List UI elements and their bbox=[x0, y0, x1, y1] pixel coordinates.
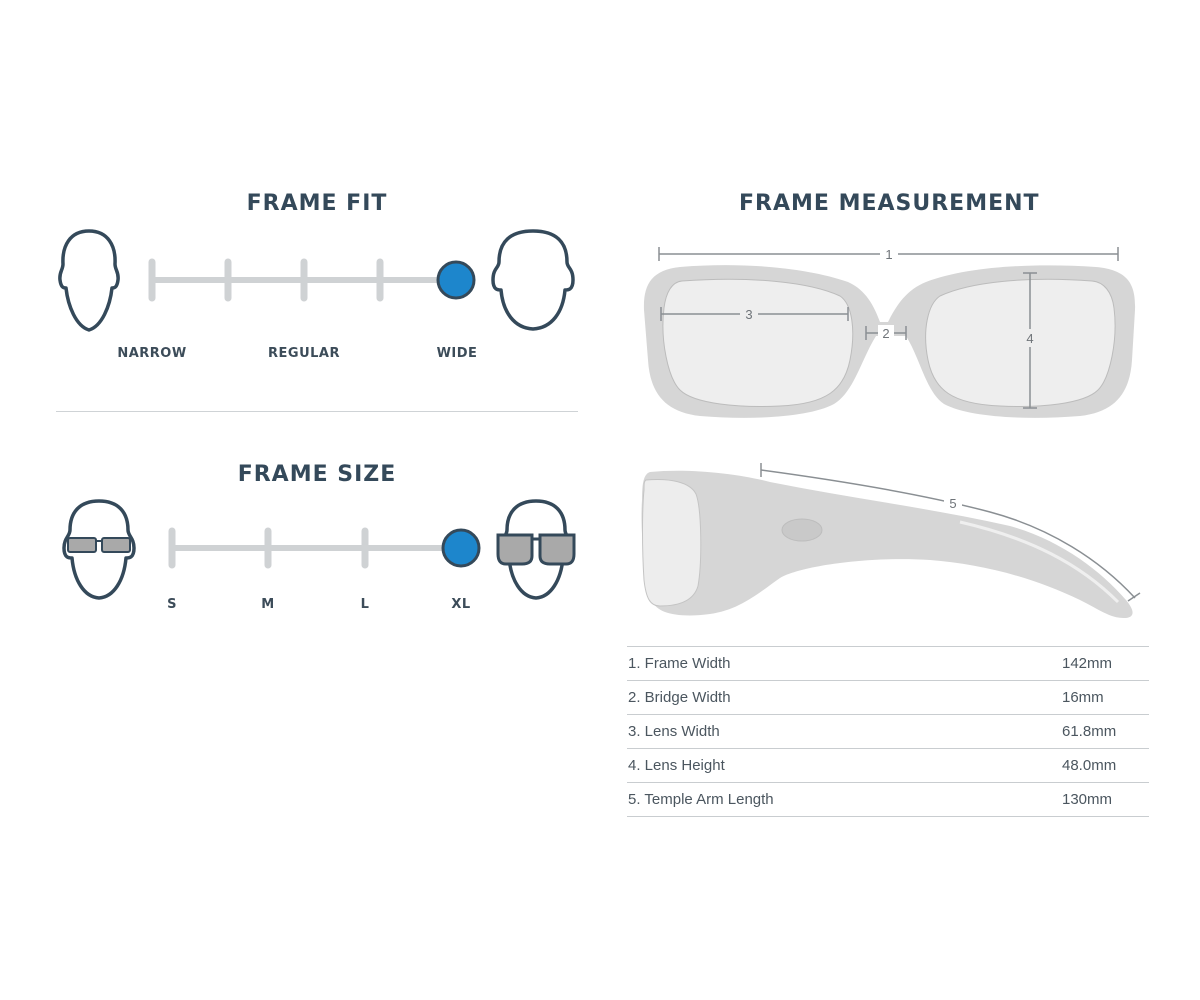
table-row: 1. Frame Width 142mm bbox=[627, 647, 1149, 681]
spec-label: 5. Temple Arm Length bbox=[628, 791, 774, 808]
dim-marker-4: 4 bbox=[1026, 331, 1033, 346]
size-label-s: S bbox=[167, 597, 177, 612]
size-selected-marker bbox=[441, 528, 481, 568]
fit-label-narrow: NARROW bbox=[117, 346, 187, 361]
fit-selected-marker bbox=[436, 260, 476, 300]
small-glasses-face-icon bbox=[62, 499, 136, 600]
large-glasses-face-icon bbox=[496, 499, 576, 600]
dim-marker-1: 1 bbox=[885, 247, 892, 262]
glasses-side-diagram: 5 bbox=[641, 463, 1141, 618]
size-label-l: L bbox=[360, 597, 370, 612]
frame-measurement-title: FRAME MEASUREMENT bbox=[739, 191, 1040, 216]
dim-marker-3: 3 bbox=[745, 307, 752, 322]
spec-label: 1. Frame Width bbox=[628, 655, 731, 672]
narrow-face-icon bbox=[58, 229, 120, 332]
spec-value: 61.8mm bbox=[1062, 723, 1117, 740]
table-row: 2. Bridge Width 16mm bbox=[627, 681, 1149, 715]
glasses-front-diagram: 1 3 2 4 bbox=[643, 245, 1136, 418]
fit-label-wide: WIDE bbox=[436, 346, 478, 361]
table-row: 3. Lens Width 61.8mm bbox=[627, 715, 1149, 749]
dim-marker-5: 5 bbox=[949, 496, 956, 511]
frame-fit-title: FRAME FIT bbox=[246, 191, 388, 216]
spec-label: 4. Lens Height bbox=[628, 757, 725, 774]
table-row: 5. Temple Arm Length 130mm bbox=[627, 783, 1149, 817]
spec-value: 130mm bbox=[1062, 791, 1113, 808]
section-divider bbox=[56, 411, 578, 412]
frame-size-scale bbox=[168, 527, 481, 569]
spec-value: 48.0mm bbox=[1062, 757, 1117, 774]
spec-label: 2. Bridge Width bbox=[628, 689, 731, 706]
frame-size-title: FRAME SIZE bbox=[237, 462, 397, 487]
fit-label-regular: REGULAR bbox=[268, 346, 340, 361]
measurement-table: 1. Frame Width 142mm 2. Bridge Width 16m… bbox=[627, 646, 1149, 817]
wide-face-icon bbox=[491, 229, 575, 331]
size-label-m: M bbox=[261, 597, 275, 612]
spec-value: 16mm bbox=[1062, 689, 1104, 706]
spec-value: 142mm bbox=[1062, 655, 1113, 672]
dim-marker-2: 2 bbox=[882, 326, 889, 341]
frame-fit-scale bbox=[148, 258, 476, 302]
table-row: 4. Lens Height 48.0mm bbox=[627, 749, 1149, 783]
brand-logo-icon bbox=[781, 518, 823, 542]
size-label-xl: XL bbox=[451, 597, 471, 612]
spec-label: 3. Lens Width bbox=[628, 723, 720, 740]
